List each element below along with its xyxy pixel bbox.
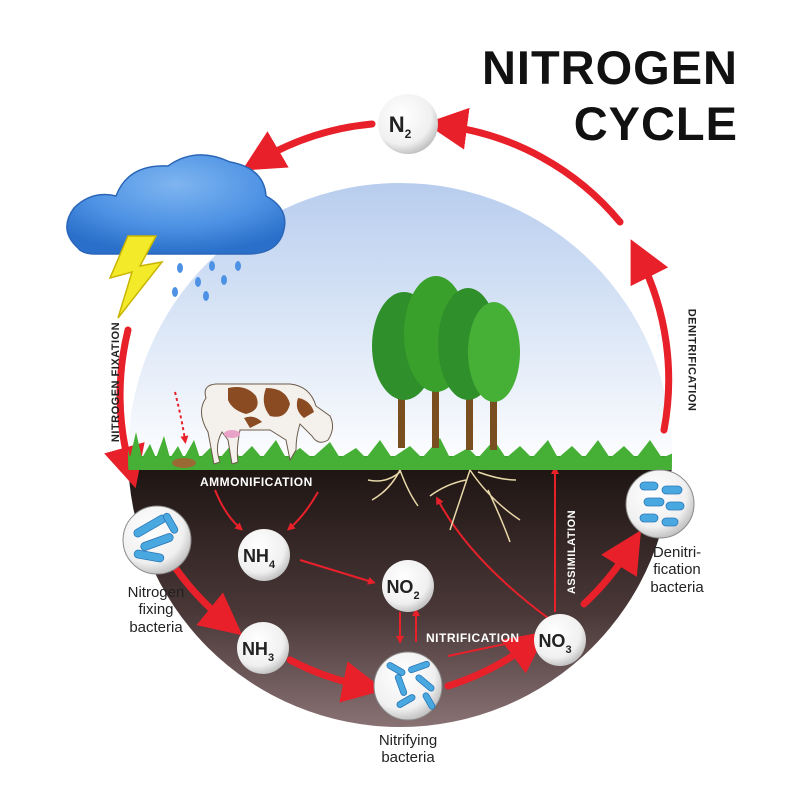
label-assimilation: ASSIMILATION xyxy=(566,510,578,594)
compound-no3: NO3 xyxy=(534,614,586,666)
compound-no2: NO2 xyxy=(382,560,434,612)
nitrogen-fixing-bacteria-icon xyxy=(123,506,191,574)
caption-denitrification-bacteria: Denitri- fication bacteria xyxy=(622,544,732,596)
label-nitrogen-fixation: NITROGEN FIXATION xyxy=(110,322,122,442)
compound-nh4: NH4 xyxy=(238,529,290,581)
denitrification-bacteria-icon xyxy=(626,470,694,538)
title-line-1: NITROGEN xyxy=(482,44,738,91)
title-line-2: CYCLE xyxy=(574,100,738,147)
label-nitrification: NITRIFICATION xyxy=(426,631,520,645)
label-ammonification: AMMONIFICATION xyxy=(200,475,313,489)
cloud-icon xyxy=(67,155,285,254)
compound-n2: N2 xyxy=(378,94,438,154)
caption-nitrifying-bacteria: Nitrifying bacteria xyxy=(348,732,468,767)
dung xyxy=(172,458,196,468)
nitrifying-bacteria-icon xyxy=(374,652,442,720)
caption-nitrogen-fixing-bacteria: Nitrogen fixing bacteria xyxy=(96,584,216,636)
compound-nh3: NH3 xyxy=(237,622,289,674)
label-denitrification: DENITRIFICATION xyxy=(685,309,697,412)
